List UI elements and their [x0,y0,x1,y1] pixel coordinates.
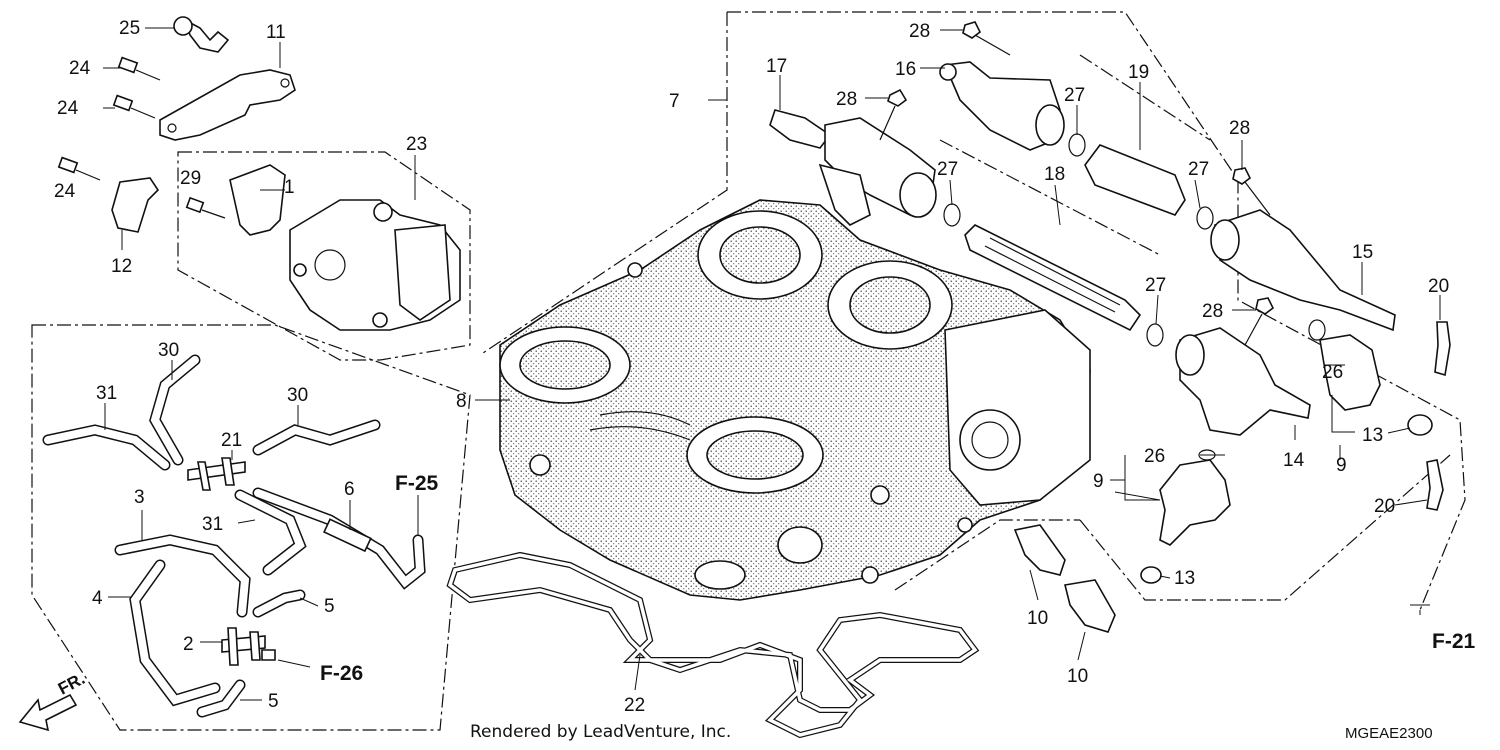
callout-13-lower: 13 [1174,568,1195,589]
callout-17: 17 [766,56,787,77]
callout-31-top: 31 [96,383,117,404]
callout-21: 21 [221,430,242,451]
footer-credit: Rendered by LeadVenture, Inc. [470,722,731,742]
callout-27-left: 27 [937,159,958,180]
callout-20-lower: 20 [1374,496,1395,517]
callout-5-upper: 5 [324,596,335,617]
callout-2: 2 [183,634,194,655]
callout-13-right: 13 [1362,425,1383,446]
callout-27-top: 27 [1064,85,1085,106]
leader-lines [103,27,1441,701]
callout-20-upper: 20 [1428,276,1449,297]
callout-14: 14 [1283,450,1305,471]
fuel-rails [769,21,1451,633]
callout-22: 22 [624,695,645,716]
ref-f25: F-25 [395,472,439,495]
ref-f26: F-26 [320,662,363,685]
callout-29: 29 [180,168,201,189]
callout-25: 25 [119,18,140,39]
callout-27-lower: 27 [1145,275,1166,296]
callout-6: 6 [344,479,355,500]
callout-7: 7 [669,91,680,112]
callout-28-right: 28 [1229,118,1250,139]
throttle-body [499,199,1091,601]
callout-5-lower: 5 [268,691,279,712]
callout-9-right: 9 [1336,455,1347,476]
drawing-code: MGEAE2300 [1345,725,1433,742]
sensor-assembly [57,16,461,331]
callout-23: 23 [406,134,427,155]
callout-4: 4 [92,588,103,609]
callout-30-right: 30 [287,385,308,406]
front-direction-arrow: FR. [18,669,88,732]
ref-f21: F-21 [1432,630,1476,653]
callout-30-left: 30 [158,340,179,361]
callout-26-right: 26 [1322,362,1343,383]
callout-15: 15 [1352,242,1373,263]
callout-8: 8 [456,391,467,412]
callout-24-middle: 24 [57,98,79,119]
direction-label: FR. [55,669,88,699]
callout-16: 16 [895,59,916,80]
callout-28-lower: 28 [1202,301,1223,322]
callout-9-left: 9 [1093,471,1104,492]
assembly-outlines [31,11,1466,731]
reference-labels: F-25 F-26 F-21 [320,472,1476,685]
callout-3: 3 [134,487,145,508]
callout-31-lower: 31 [202,514,223,535]
callout-10-upper: 10 [1027,608,1048,629]
callout-26-left: 26 [1144,446,1165,467]
callout-12: 12 [111,256,132,277]
callout-19: 19 [1128,62,1149,83]
callout-27-right: 27 [1188,159,1209,180]
callout-1: 1 [284,177,295,198]
callout-10-lower: 10 [1067,666,1088,687]
callout-28-top: 28 [909,21,930,42]
callout-24-bottom: 24 [54,181,76,202]
callout-24-top: 24 [69,58,91,79]
callout-28-left: 28 [836,89,857,110]
hose-set [42,354,426,718]
callout-11: 11 [266,22,286,43]
callouts: 1 2 3 4 5 5 6 7 8 9 9 10 10 11 12 13 13 … [54,18,1449,716]
gasket [446,551,980,739]
callout-18: 18 [1044,164,1065,185]
